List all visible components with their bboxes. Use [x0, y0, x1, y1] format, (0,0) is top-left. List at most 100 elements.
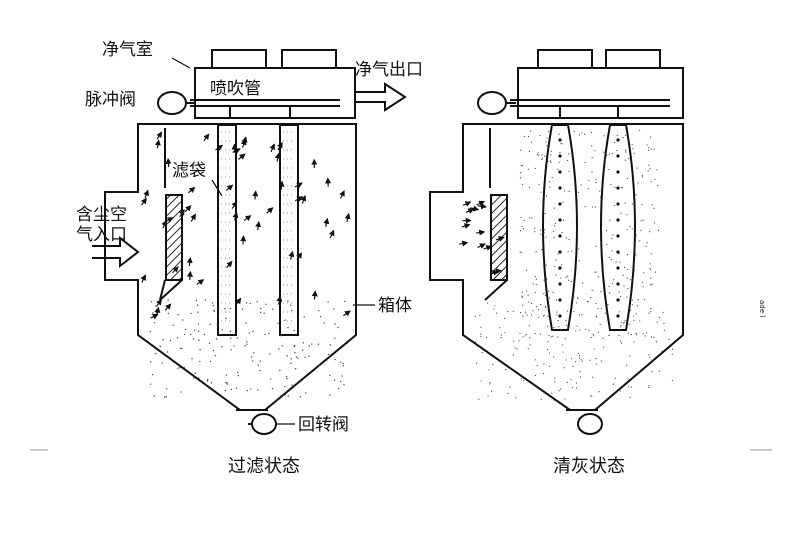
dust-dot	[547, 341, 548, 342]
dust-dot	[635, 254, 636, 255]
dust-dot	[621, 343, 622, 344]
dust-dot	[522, 292, 523, 293]
dust-dot	[652, 204, 653, 205]
dust-dot	[617, 218, 618, 219]
dust-dot	[562, 351, 563, 352]
dust-dot	[627, 178, 628, 179]
dust-dot	[492, 364, 493, 365]
dust-dot	[550, 154, 551, 155]
dust-dot	[546, 265, 547, 266]
dust-dot	[520, 177, 521, 178]
dust-dot	[588, 301, 589, 302]
dust-dot	[631, 386, 632, 387]
dust-dot	[577, 326, 578, 327]
dust-dot	[633, 377, 634, 378]
dust-dot	[501, 337, 502, 338]
dust-dot	[562, 232, 563, 233]
dust-dot	[650, 311, 651, 312]
dust-dot	[643, 272, 644, 273]
flow-arrow	[477, 202, 484, 205]
dust-dot	[651, 181, 652, 182]
dust-dot	[521, 252, 522, 253]
dust-dot	[520, 172, 521, 173]
dust-dot	[542, 154, 543, 155]
dust-dot	[327, 301, 328, 302]
dust-dot	[626, 229, 627, 230]
dust-dot	[604, 159, 605, 160]
flow-arrow	[204, 134, 209, 140]
clean-air-chamber-right	[518, 68, 683, 118]
dust-dot	[333, 308, 334, 309]
flow-arrow	[466, 209, 473, 212]
dust-dot	[636, 313, 637, 314]
dust-dot	[531, 303, 532, 304]
dust-dot	[169, 308, 170, 309]
dust-dot	[592, 206, 593, 207]
dust-dot	[287, 355, 288, 356]
bag-dot	[616, 170, 619, 173]
dust-dot	[540, 304, 541, 305]
dust-dot	[522, 316, 523, 317]
dust-dot	[554, 378, 555, 379]
dust-dot	[620, 296, 621, 297]
dust-dot	[272, 388, 273, 389]
dust-dot	[629, 355, 630, 356]
dust-dot	[547, 326, 548, 327]
housing-outline-right	[430, 124, 683, 410]
dust-dot	[551, 336, 552, 337]
dust-dot	[620, 341, 621, 342]
dust-dot	[150, 331, 151, 332]
dust-dot	[579, 134, 580, 135]
dust-dot	[615, 378, 616, 379]
dust-dot	[260, 308, 261, 309]
dust-dot	[216, 324, 217, 325]
dust-dot	[265, 304, 266, 305]
dust-dot	[619, 262, 620, 263]
dust-dot	[505, 369, 506, 370]
dust-dot	[550, 160, 551, 161]
dust-dot	[513, 341, 514, 342]
dust-dot	[632, 144, 633, 145]
caption-filtering: 过滤状态	[228, 456, 300, 477]
dust-dot	[560, 329, 561, 330]
dust-dot	[193, 338, 194, 339]
dust-dot	[672, 354, 673, 355]
dust-dot	[593, 335, 594, 336]
dust-dot	[543, 293, 544, 294]
dust-dot	[581, 184, 582, 185]
dust-dot	[578, 353, 579, 354]
dust-dot	[170, 340, 171, 341]
dust-dot	[585, 206, 586, 207]
dust-dot	[535, 359, 536, 360]
inlet-baffle	[166, 195, 182, 280]
dust-dot	[648, 385, 649, 386]
dust-dot	[528, 169, 529, 170]
dust-dot	[621, 322, 622, 323]
dust-dot	[522, 297, 523, 298]
dust-dot	[218, 331, 219, 332]
dust-dot	[249, 332, 250, 333]
dust-dot	[653, 337, 654, 338]
dust-dot	[597, 308, 598, 309]
dust-dot	[568, 280, 569, 281]
flow-arrow	[190, 272, 191, 280]
dust-dot	[226, 374, 227, 375]
flow-arrow	[244, 216, 250, 221]
dust-dot	[594, 348, 595, 349]
dust-dot	[213, 309, 214, 310]
dust-dot	[194, 329, 195, 330]
dust-dot	[611, 259, 612, 260]
dust-dot	[537, 154, 538, 155]
dust-dot	[630, 397, 631, 398]
dust-dot	[632, 148, 633, 149]
dust-dot	[592, 290, 593, 291]
dust-dot	[295, 368, 296, 369]
housing-outline	[105, 124, 356, 410]
dust-dot	[488, 369, 489, 370]
dust-dot	[278, 348, 279, 349]
dust-dot	[632, 304, 633, 305]
flow-arrow	[145, 191, 148, 199]
dust-dot	[524, 220, 525, 221]
flow-arrow	[281, 182, 282, 190]
filtering-state-unit	[92, 50, 405, 434]
